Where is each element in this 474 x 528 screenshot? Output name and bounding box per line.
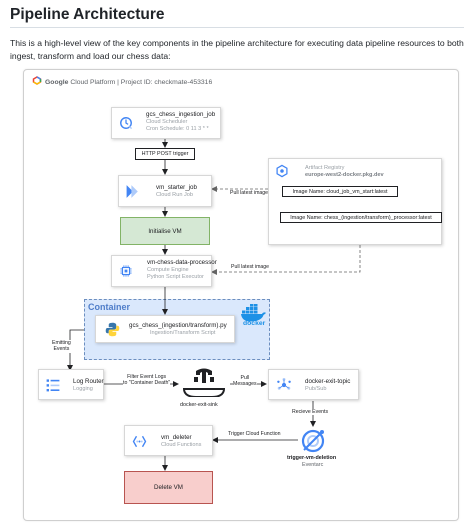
artifact-registry-title: Artifact Registry <box>305 165 345 171</box>
edge-label-emitting-events: Emitting Events <box>52 340 71 353</box>
page-title: Pipeline Architecture <box>10 6 165 23</box>
python-logo-icon <box>105 322 120 337</box>
eventarc-node[interactable] <box>300 428 326 454</box>
eventarc-title: trigger-vm-deletion <box>287 455 337 461</box>
vm-deleter-title: vm_deleter <box>161 434 192 441</box>
edge-label-filter-event-logs: Filter Event Logs to "Container Death" <box>123 374 171 387</box>
python-script-title: gcs_chess_(ingestion/transform).py <box>129 322 227 329</box>
eventarc-service: Eventarc <box>302 462 324 468</box>
edge-label-pull-messages: Pull Messages <box>233 375 257 388</box>
container-label: Container <box>88 302 131 312</box>
architecture-diagram-frame <box>23 69 459 521</box>
scheduler-node[interactable]: gcs_chess_ingestion_job Cloud Scheduler … <box>111 107 221 139</box>
python-script-node[interactable]: gcs_chess_(ingestion/transform).py Inges… <box>95 315 235 343</box>
vm-starter-node[interactable]: vm_starter_job Cloud Run Job <box>118 175 212 207</box>
edge-label-pull-image-1: Pull latest image <box>230 190 269 197</box>
sink-node[interactable] <box>182 367 226 398</box>
image-name-vm-start: Image Name: cloud_job_vm_start:latest <box>282 186 398 197</box>
eventarc-icon <box>301 429 325 453</box>
cloud-run-icon <box>126 185 138 198</box>
vm-processor-role: Python Script Executor <box>147 274 204 280</box>
pubsub-title: docker-exit-topic <box>305 378 351 385</box>
gcp-header: Google Cloud Platform | Project ID: chec… <box>30 76 212 86</box>
sink-faucet-icon <box>182 368 226 398</box>
python-script-role: Ingestion/Transform Script <box>150 330 216 336</box>
gcp-header-google: Google <box>45 79 69 86</box>
delete-vm-box: Delete VM <box>124 471 213 504</box>
scheduler-cron: Cron Schedule: 0 11 3 * * <box>146 126 209 132</box>
title-divider <box>10 27 464 28</box>
pubsub-node[interactable]: docker-exit-topic Pub/Sub <box>268 369 359 400</box>
vm-processor-node[interactable]: vm-chess-data-processor Compute Engine P… <box>111 255 217 287</box>
initialise-vm-box: Initialise VM <box>120 217 210 245</box>
artifact-registry-host: europe-west2-docker.pkg.dev <box>305 172 384 178</box>
vm-processor-title: vm-chess-data-processor <box>147 259 217 266</box>
gcp-hexagon-logo-icon <box>32 76 42 85</box>
docker-whale-icon <box>241 304 266 322</box>
scheduler-title: gcs_chess_ingestion_job <box>146 111 216 118</box>
intro-paragraph: This is a high-level view of the key com… <box>10 38 464 61</box>
edge-label-trigger-cloud-function: Trigger Cloud Function <box>228 431 281 438</box>
cloud-functions-icon <box>132 435 147 448</box>
sink-label: docker-exit-sink <box>180 402 218 408</box>
logging-icon <box>46 379 60 392</box>
vm-deleter-node[interactable]: vm_deleter Cloud Functions <box>124 425 213 456</box>
artifact-registry-node[interactable]: Artifact Registry europe-west2-docker.pk… <box>268 158 442 245</box>
pubsub-service: Pub/Sub <box>305 386 327 392</box>
artifact-registry-icon <box>276 164 288 178</box>
cloud-scheduler-icon <box>120 117 133 130</box>
docker-logo: docker <box>240 304 268 328</box>
vm-starter-service: Cloud Run Job <box>156 192 194 198</box>
log-router-node[interactable]: Log Router Logging <box>38 369 104 400</box>
edge-label-recieve-events: Recieve Events <box>292 409 329 416</box>
scheduler-service: Cloud Scheduler <box>146 119 188 125</box>
pubsub-icon <box>277 377 291 390</box>
compute-engine-icon <box>120 265 132 277</box>
vm-deleter-service: Cloud Functions <box>161 442 202 448</box>
docker-wordmark: docker <box>243 320 266 327</box>
http-trigger-box: HTTP POST trigger <box>135 148 195 160</box>
image-name-processor: Image Name: chess_(ingestion/transform)_… <box>280 212 442 223</box>
log-router-service: Logging <box>73 386 93 392</box>
gcp-header-project: Cloud Platform | Project ID: checkmate-4… <box>70 79 213 86</box>
edge-label-pull-image-2: Pull latest image <box>231 264 270 271</box>
vm-processor-service: Compute Engine <box>147 267 189 273</box>
log-router-title: Log Router <box>73 378 104 385</box>
vm-starter-title: vm_starter_job <box>156 184 197 191</box>
